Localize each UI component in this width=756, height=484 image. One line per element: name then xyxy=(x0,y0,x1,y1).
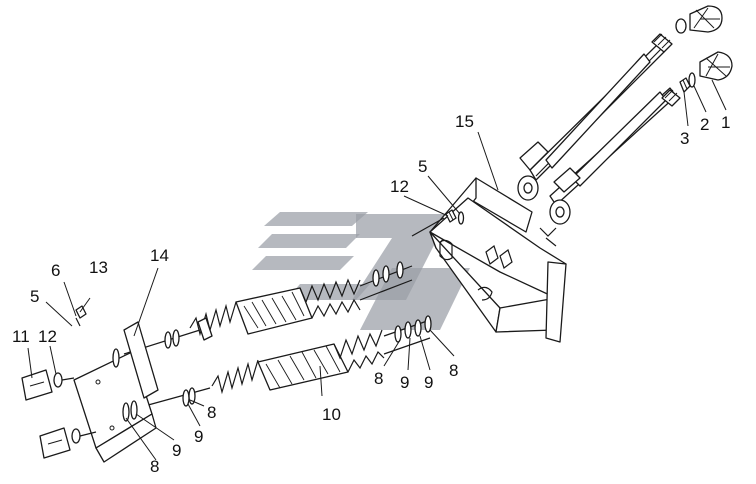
label-part-8-d: 8 xyxy=(150,457,159,476)
label-part-9-b: 9 xyxy=(424,373,433,392)
label-part-5-left: 5 xyxy=(30,287,39,306)
rod-thread-top xyxy=(651,33,673,53)
rod-thread-lower xyxy=(661,89,681,107)
main-bracket-15 xyxy=(429,141,581,343)
label-part-9-a: 9 xyxy=(400,373,409,392)
label-part-14: 14 xyxy=(150,246,169,265)
label-part-12-upper: 12 xyxy=(390,177,409,196)
left-bracket-14 xyxy=(73,321,159,463)
washer-part-5-upper xyxy=(457,211,465,225)
label-part-15: 15 xyxy=(455,112,474,131)
rod-stub xyxy=(411,217,445,237)
label-part-1: 1 xyxy=(721,113,730,132)
leader-lines xyxy=(27,79,727,461)
label-part-6: 6 xyxy=(51,261,60,280)
nut-part-12-upper xyxy=(445,209,457,223)
clevis-lower xyxy=(39,427,97,459)
washer-part-2 xyxy=(688,72,696,88)
label-part-13: 13 xyxy=(89,258,108,277)
label-part-9-c: 9 xyxy=(194,427,203,446)
label-part-2: 2 xyxy=(700,115,709,134)
clevis-upper-11 xyxy=(21,369,75,401)
label-part-8-c: 8 xyxy=(207,403,216,422)
label-part-5-upper: 5 xyxy=(418,157,427,176)
label-part-8-a: 8 xyxy=(374,369,383,388)
label-part-10: 10 xyxy=(322,405,341,424)
screw-part-13 xyxy=(75,305,87,319)
label-part-8-b: 8 xyxy=(449,361,458,380)
label-part-11: 11 xyxy=(12,327,30,346)
label-part-3: 3 xyxy=(680,129,689,148)
part-labels: 1 2 3 15 5 12 6 13 14 5 11 12 10 8 9 9 8… xyxy=(12,112,730,476)
cable-upper xyxy=(123,261,413,355)
control-rods xyxy=(529,33,681,206)
nut-part-3 xyxy=(679,77,691,93)
label-part-12-left: 12 xyxy=(38,327,57,346)
knob-lower xyxy=(699,51,733,81)
pin-part-6 xyxy=(75,317,81,327)
knob-upper xyxy=(675,5,723,34)
label-part-9-d: 9 xyxy=(172,441,181,460)
